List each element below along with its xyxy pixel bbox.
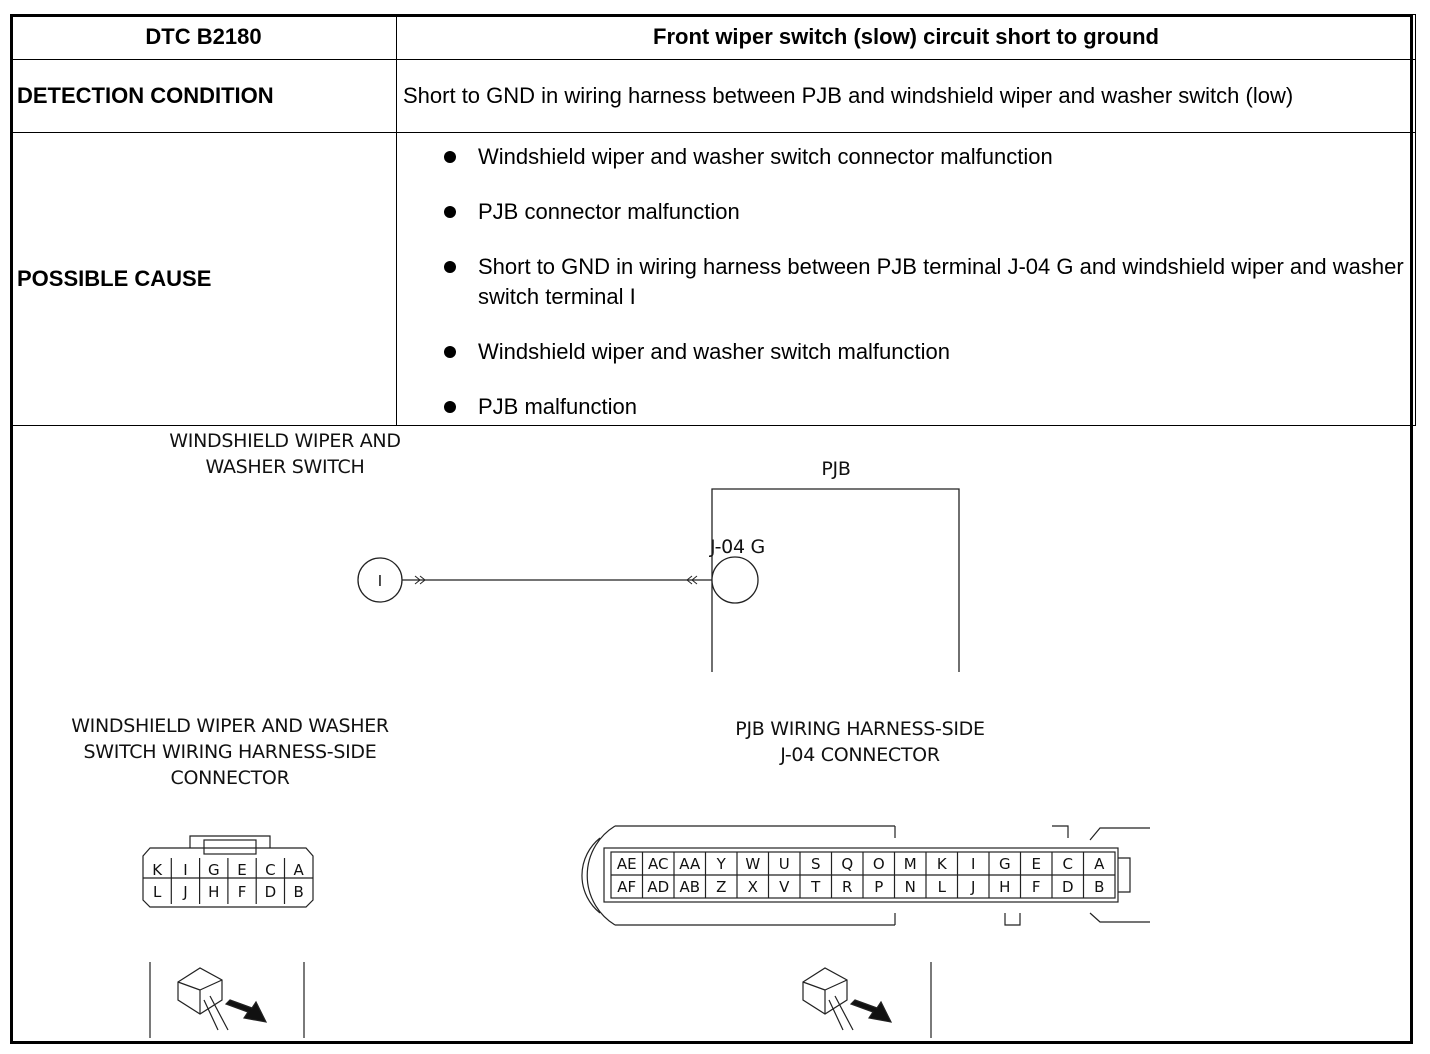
terminal-label: J-04 G — [710, 536, 765, 558]
switch-connector-title-line: WINDSHIELD WIPER AND WASHER — [71, 715, 389, 737]
cause-cell: Windshield wiper and washer switch conne… — [396, 132, 1416, 426]
switch-connector-title: WINDSHIELD WIPER AND WASHER SWITCH WIRIN… — [30, 713, 430, 791]
harness-view-right — [802, 962, 932, 1038]
harness-side-view-icon — [177, 967, 268, 1031]
pjb-connector-title-line: J-04 CONNECTOR — [780, 744, 940, 766]
switch-title-line: WINDSHIELD WIPER AND — [169, 430, 401, 452]
connector-mark-icon — [414, 575, 426, 585]
connector-pin-top: AA — [679, 855, 701, 873]
connector-pin-bottom: R — [842, 878, 852, 896]
connector-pin-bottom: H — [208, 883, 219, 901]
pjb-connector — [581, 825, 1150, 926]
pjb-connector-clip — [586, 825, 616, 926]
connector-pin-bottom: P — [874, 878, 883, 896]
connector-pin-bottom: AB — [679, 878, 700, 896]
pjb-connector-title-line: PJB WIRING HARNESS-SIDE — [735, 718, 985, 740]
connector-pin-bottom: L — [938, 878, 947, 896]
connector-pin-bottom: F — [238, 883, 247, 901]
header-row: DTC B2180 Front wiper switch (slow) circ… — [10, 14, 1416, 60]
connector-pin-top: G — [208, 861, 220, 879]
connector-pin-bottom: D — [1062, 878, 1074, 896]
connector-pin-top: W — [745, 855, 760, 873]
switch-connector-body — [142, 847, 314, 908]
pjb-connector-clip — [581, 837, 601, 914]
cause-item: PJB malfunction — [440, 392, 1414, 422]
connector-pin-bottom: AF — [617, 878, 636, 896]
connector-pin-top: A — [1094, 855, 1105, 873]
harness-view-left — [149, 962, 305, 1038]
connector-pin-top: Y — [716, 855, 727, 873]
pjb-terminal — [711, 556, 759, 604]
connector-pin-top: I — [183, 861, 187, 879]
connector-pin-top: M — [904, 855, 917, 873]
pjb-connector-dividers — [641, 852, 1085, 898]
switch-connector — [142, 835, 314, 908]
pjb-connector-shell — [615, 825, 896, 926]
connector-pin-bottom: N — [905, 878, 916, 896]
connector-pin-top: O — [873, 855, 885, 873]
connector-pin-bottom: F — [1032, 878, 1041, 896]
connector-pin-top: C — [265, 861, 275, 879]
pjb-connector-body — [603, 847, 1119, 903]
connector-pin-top: C — [1063, 855, 1073, 873]
detection-label: DETECTION CONDITION — [10, 59, 397, 133]
switch-terminal-label: I — [378, 572, 382, 590]
connector-pin-top: E — [237, 861, 246, 879]
connector-pin-bottom: B — [294, 883, 304, 901]
connector-pin-top: AC — [648, 855, 668, 873]
connector-pin-bottom: T — [810, 878, 821, 896]
connector-pin-top: Q — [841, 855, 853, 873]
cause-item: Windshield wiper and washer switch malfu… — [440, 337, 1414, 367]
connector-pin-bottom: V — [779, 878, 790, 896]
pjb-connector-key — [1004, 825, 1069, 926]
connector-pin-top: S — [811, 855, 821, 873]
connector-pin-top: G — [999, 855, 1011, 873]
connector-pin-top: E — [1032, 855, 1041, 873]
connector-pin-top: K — [152, 861, 163, 879]
connector-pin-bottom: H — [999, 878, 1010, 896]
switch-title: WINDSHIELD WIPER AND WASHER SWITCH — [120, 428, 450, 480]
connector-pin-top: A — [294, 861, 305, 879]
switch-title-line: WASHER SWITCH — [205, 456, 365, 478]
cause-label: POSSIBLE CAUSE — [10, 132, 397, 426]
pjb-title: PJB — [821, 458, 851, 480]
connector-pin-bottom: AD — [647, 878, 669, 896]
cause-item: Windshield wiper and washer switch conne… — [440, 142, 1414, 172]
dtc-title: Front wiper switch (slow) circuit short … — [396, 14, 1416, 60]
connector-pin-bottom: X — [748, 878, 758, 896]
connector-mark-icon — [686, 575, 698, 585]
cause-item: PJB connector malfunction — [440, 197, 1414, 227]
connector-pin-bottom: D — [265, 883, 277, 901]
connector-pin-bottom: J — [182, 883, 187, 901]
pjb-connector-latch — [1089, 827, 1150, 923]
cause-row: POSSIBLE CAUSE Windshield wiper and wash… — [10, 132, 1416, 426]
switch-connector-dividers — [170, 858, 286, 904]
detection-text: Short to GND in wiring harness between P… — [396, 59, 1416, 133]
pjb-connector-title: PJB WIRING HARNESS-SIDE J-04 CONNECTOR — [680, 716, 1040, 768]
connector-pin-top: U — [779, 855, 790, 873]
connector-pin-bottom: B — [1094, 878, 1104, 896]
connector-pin-bottom: J — [970, 878, 975, 896]
switch-connector-latch — [189, 835, 271, 848]
detection-row: DETECTION CONDITION Short to GND in wiri… — [10, 59, 1416, 133]
switch-connector-tab — [203, 839, 257, 855]
connector-pin-bottom: Z — [716, 878, 726, 896]
switch-connector-title-line: CONNECTOR — [170, 767, 290, 789]
cause-list: Windshield wiper and washer switch conne… — [398, 134, 1414, 422]
harness-side-view-icon — [802, 967, 893, 1031]
cause-item: Short to GND in wiring harness between P… — [440, 252, 1414, 312]
connector-pin-top: AE — [617, 855, 637, 873]
switch-connector-title-line: SWITCH WIRING HARNESS-SIDE — [83, 741, 377, 763]
connector-pin-bottom: L — [153, 883, 162, 901]
connector-pin-top: K — [937, 855, 948, 873]
dtc-table: DTC B2180 Front wiper switch (slow) circ… — [10, 14, 1416, 426]
connector-pin-top: I — [971, 855, 975, 873]
